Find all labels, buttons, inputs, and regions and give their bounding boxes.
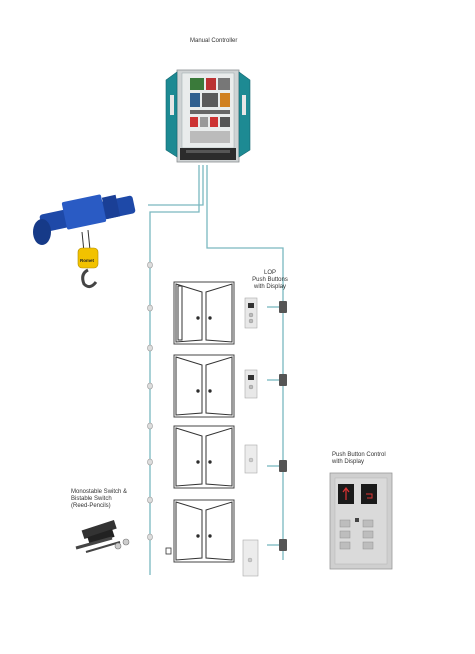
lop-push-button-floor-3 — [244, 369, 258, 399]
shaft-spacers — [147, 261, 153, 541]
lop-label-line3: with Display — [253, 284, 286, 290]
switch-label: Monostable Switch & Bistable Switch (Ree… — [71, 489, 127, 510]
push-button-control-panel — [329, 472, 393, 570]
lop-label: LOP Push Buttons with Display — [250, 270, 290, 291]
lop-push-button-floor-4 — [244, 297, 258, 329]
lop-label-line1: LOP — [263, 270, 276, 276]
switch-label-line2: Bistable Switch — [71, 496, 112, 502]
landing-door-floor-2 — [173, 425, 235, 489]
manual-controller-label: Manual Controller — [190, 38, 238, 44]
pbc-label-line2: with Display — [332, 459, 365, 465]
lop-push-button-floor-2 — [244, 444, 258, 474]
switch-label-line3: (Reed-Pencils) — [71, 503, 111, 509]
electric-hoist — [33, 194, 136, 289]
pbc-label-line1: Push Button Control — [332, 452, 386, 458]
push-button-control-label: Push Button Control with Display — [332, 452, 386, 466]
hoist-brand-label: Romet — [80, 258, 95, 263]
junction-boxes — [279, 301, 287, 551]
landing-door-floor-1 — [165, 499, 235, 563]
switch-label-line1: Monostable Switch & — [71, 489, 128, 495]
lop-push-button-floor-1 — [242, 539, 259, 577]
reed-switch-assembly — [75, 519, 130, 553]
manual-controller-cabinet — [165, 69, 251, 163]
landing-door-floor-4 — [173, 281, 235, 345]
lop-label-line2: Push Buttons — [252, 277, 288, 283]
landing-door-floor-3 — [173, 354, 235, 418]
